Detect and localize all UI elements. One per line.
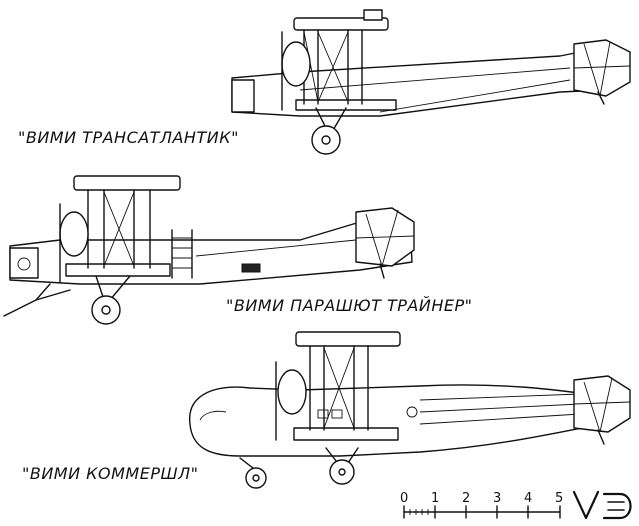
aircraft-parachute-trainer <box>3 175 415 325</box>
label-transatlantic: "ВИМИ ТРАНСАТЛАНТИК" <box>18 128 239 147</box>
scale-tick-0: 0 <box>400 491 408 506</box>
scale-tick-3: 3 <box>493 491 501 506</box>
aircraft-transatlantic <box>231 9 631 155</box>
aircraft-commercial <box>189 331 631 489</box>
label-parachute-trainer: "ВИМИ ПАРАШЮТ ТРАЙНЕР" <box>226 296 473 315</box>
scale-tick-4: 4 <box>524 491 532 506</box>
scale-tick-5: 5 <box>555 491 563 506</box>
scale-tick-1: 1 <box>431 491 439 506</box>
scale-bar: 0 1 2 3 4 5 <box>400 491 563 519</box>
label-commercial: "ВИМИ КОММЕРШЛ" <box>22 464 199 483</box>
scale-tick-2: 2 <box>462 491 470 506</box>
vd-logo: VD <box>572 490 632 520</box>
